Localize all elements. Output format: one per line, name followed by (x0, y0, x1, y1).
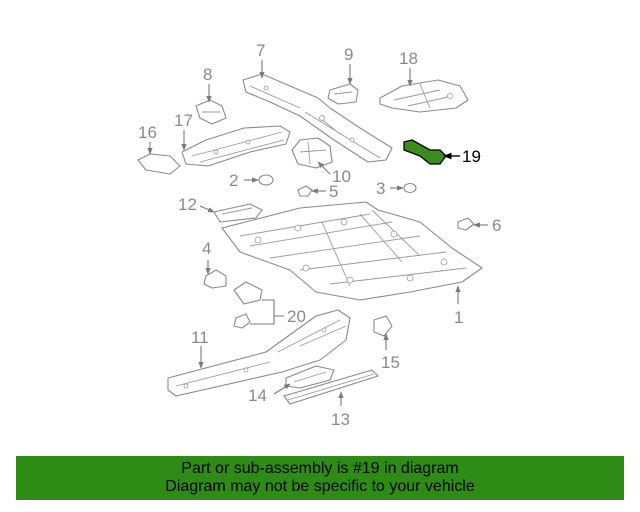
part-5-clip[interactable] (297, 185, 313, 197)
part-2-plug[interactable] (258, 174, 274, 186)
part-1-floor-pan[interactable] (221, 201, 483, 301)
part-20-brackets[interactable] (233, 281, 263, 329)
part-3-plug[interactable] (403, 182, 417, 194)
callout-16[interactable]: 16 (138, 123, 157, 142)
part-11-side-rail[interactable] (167, 309, 351, 397)
callout-6[interactable]: 6 (492, 216, 501, 235)
leader-14 (273, 383, 291, 395)
part-10-mount[interactable] (291, 137, 333, 169)
part-17-crossmember[interactable] (181, 125, 291, 167)
callout-1[interactable]: 1 (454, 308, 463, 327)
part-4-bracket[interactable] (203, 269, 227, 289)
callout-2[interactable]: 2 (229, 171, 238, 190)
part-12-reinforcement[interactable] (213, 203, 263, 223)
part-19-brace[interactable] (403, 139, 447, 165)
part-9-bracket[interactable] (327, 83, 359, 105)
callout-5[interactable]: 5 (329, 182, 338, 201)
callout-15[interactable]: 15 (381, 353, 400, 372)
parts-diagram: 7 9 18 8 17 16 10 19 2 5 3 12 6 1 4 20 1… (137, 41, 501, 429)
callout-20[interactable]: 20 (287, 307, 306, 326)
info-banner: Part or sub-assembly is #19 in diagram D… (16, 456, 624, 500)
callout-11[interactable]: 11 (191, 328, 209, 347)
callout-12[interactable]: 12 (178, 195, 197, 214)
part-8-bracket[interactable] (195, 99, 227, 125)
callout-4[interactable]: 4 (202, 239, 211, 258)
callout-9[interactable]: 9 (344, 45, 353, 64)
callout-13[interactable]: 13 (331, 410, 350, 429)
callout-19[interactable]: 19 (462, 147, 481, 166)
callout-17[interactable]: 17 (174, 111, 193, 130)
leader-10 (317, 161, 331, 175)
part-6-clip[interactable] (457, 217, 475, 231)
callout-7[interactable]: 7 (256, 41, 265, 60)
leader-20 (250, 299, 284, 325)
callout-10[interactable]: 10 (332, 167, 351, 186)
part-7-tunnel-rail[interactable] (242, 73, 393, 163)
callout-8[interactable]: 8 (203, 65, 212, 84)
banner-line-disclaimer: Diagram may not be specific to your vehi… (165, 478, 475, 495)
banner-line-part: Part or sub-assembly is #19 in diagram (181, 460, 459, 477)
part-16-plate[interactable] (137, 153, 181, 175)
callout-18[interactable]: 18 (399, 49, 418, 68)
leader-12 (199, 205, 215, 213)
part-15-bracket[interactable] (373, 315, 393, 337)
part-13-rocker[interactable] (283, 369, 379, 405)
callout-14[interactable]: 14 (248, 386, 267, 405)
callout-3[interactable]: 3 (376, 179, 385, 198)
part-18-panel[interactable] (379, 79, 469, 113)
